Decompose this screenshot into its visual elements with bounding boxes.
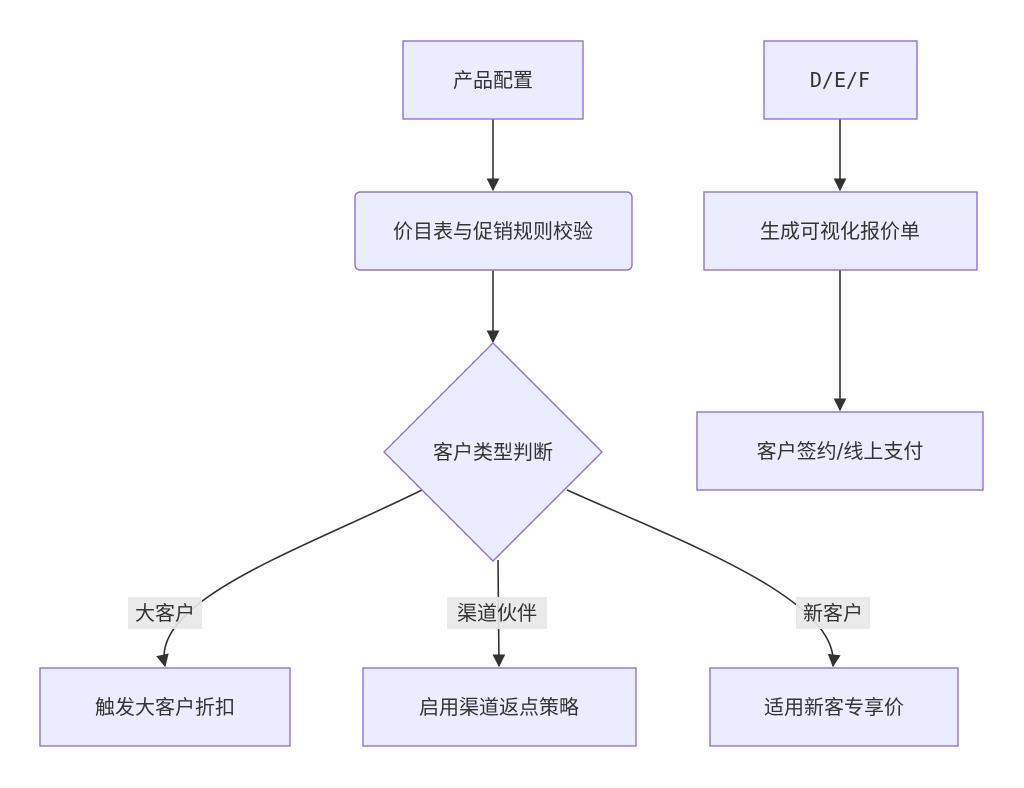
edge-label-big-customer: 大客户 bbox=[128, 597, 202, 629]
edge-customer-type-to-big-discount bbox=[156, 489, 423, 668]
node-sign-pay[interactable]: 客户签约/线上支付 bbox=[696, 411, 984, 491]
edge-label-channel-partner: 渠道伙伴 bbox=[447, 597, 547, 629]
node-def[interactable]: D/E/F bbox=[763, 40, 918, 120]
node-product-config-label: 产品配置 bbox=[453, 68, 533, 92]
edge-label-big-customer-text: 大客户 bbox=[135, 601, 195, 625]
node-product-config[interactable]: 产品配置 bbox=[402, 40, 584, 120]
node-def-label: D/E/F bbox=[810, 68, 870, 92]
node-new-price[interactable]: 适用新客专享价 bbox=[709, 667, 959, 747]
edge-label-new-customer: 新客户 bbox=[796, 597, 870, 629]
node-channel-rebate[interactable]: 启用渠道返点策略 bbox=[362, 667, 637, 747]
edge-label-new-customer-text: 新客户 bbox=[803, 601, 863, 625]
node-price-check[interactable]: 价目表与促销规则校验 bbox=[354, 191, 633, 271]
edge-customer-type-to-new-price bbox=[566, 489, 841, 668]
node-customer-type[interactable]: 客户类型判断 bbox=[383, 342, 603, 562]
node-big-discount-label: 触发大客户折扣 bbox=[95, 695, 235, 719]
node-channel-rebate-label: 启用渠道返点策略 bbox=[419, 695, 579, 719]
node-quote-label: 生成可视化报价单 bbox=[760, 219, 920, 243]
node-big-discount[interactable]: 触发大客户折扣 bbox=[39, 667, 291, 747]
node-sign-pay-label: 客户签约/线上支付 bbox=[757, 439, 924, 463]
node-customer-type-label: 客户类型判断 bbox=[433, 440, 553, 464]
node-quote[interactable]: 生成可视化报价单 bbox=[703, 191, 978, 271]
edge-label-channel-partner-text: 渠道伙伴 bbox=[457, 601, 537, 625]
node-price-check-label: 价目表与促销规则校验 bbox=[393, 219, 593, 243]
node-new-price-label: 适用新客专享价 bbox=[764, 695, 904, 719]
